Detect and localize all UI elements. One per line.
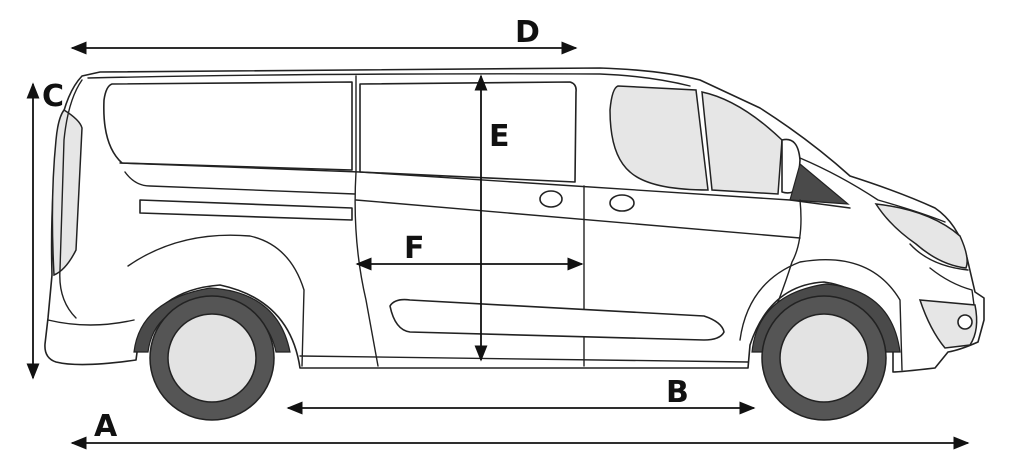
dimension-f-label: F [404,231,425,266]
roof-line [87,73,691,87]
dimension-arrows [26,41,970,450]
sliding-door-window [359,81,577,183]
waist-line [119,162,851,209]
bumper-line [909,243,977,321]
rear-wheel-arch [127,234,305,367]
front-side-window [609,85,709,191]
sliding-door-handle [539,190,563,208]
dimension-labels: A B C D E F [42,15,689,444]
rear-side-moulding [139,199,353,221]
dimension-d-label: D [515,15,540,50]
rear-bumper-line [47,319,135,326]
rear-wheel [133,287,291,421]
bonnet-line [799,157,946,223]
front-wheel [751,283,901,421]
lower-sill-line [299,355,749,363]
fog-light-housing [918,299,978,349]
rear-edge-line [59,79,83,319]
dimension-a-label: A [94,409,118,444]
dimension-e-label: E [489,119,510,154]
rear-hub [167,313,257,403]
van-illustration [44,67,985,421]
door-crease [355,199,801,239]
front-wheel-arch [739,259,903,371]
fog-light [957,314,973,330]
dimension-b-label: B [666,375,689,410]
mirror-triangle [789,162,850,205]
front-hub [779,313,869,403]
headlight [874,203,968,269]
rear-tail-light [51,108,83,277]
front-door-handle [609,194,635,212]
windscreen-quarter-window [701,91,783,195]
dimension-c-label: C [42,79,64,114]
sliding-door-rear-edge [354,75,379,367]
rear-side-window [103,81,353,171]
lower-belt-line [124,171,356,195]
door-side-moulding [389,298,725,341]
